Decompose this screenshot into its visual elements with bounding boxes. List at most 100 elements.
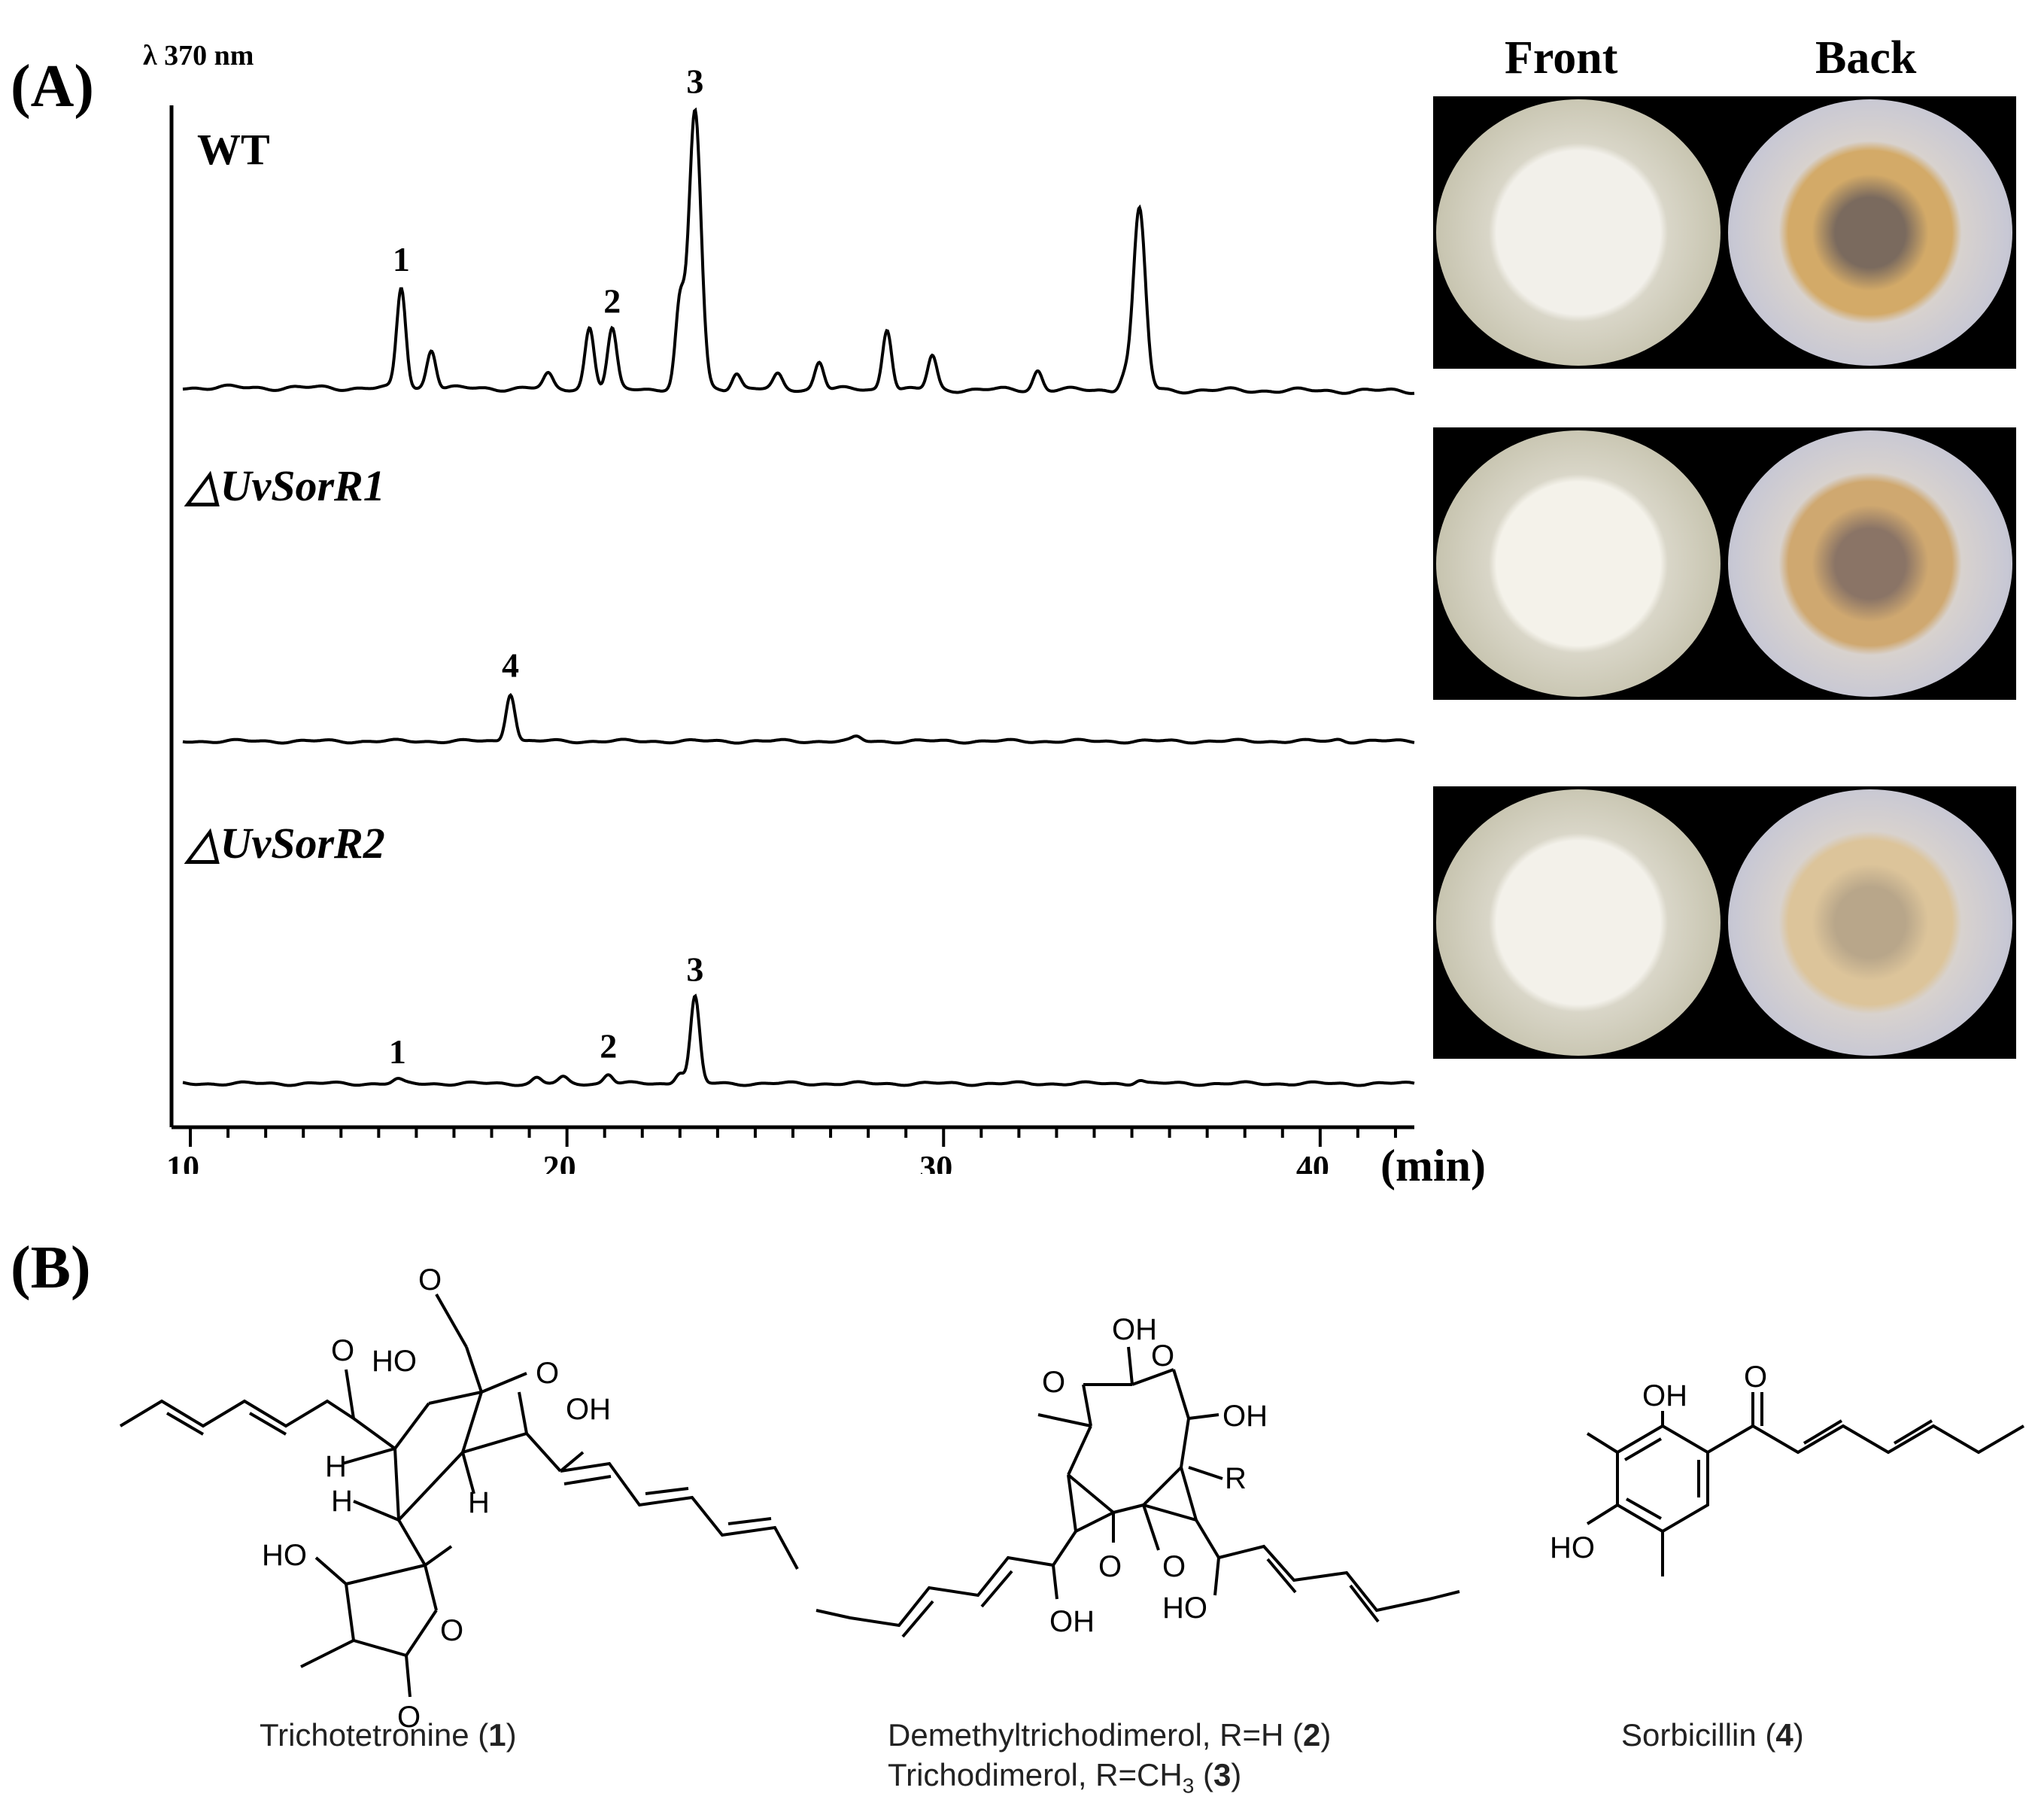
trichodimerol-double-bond	[1349, 1584, 1380, 1623]
caption-subscript: 3	[1182, 1774, 1195, 1798]
trichodimerol-bond	[1075, 1511, 1114, 1533]
trichotetronine-bond	[559, 1451, 585, 1473]
trace-line	[182, 993, 1415, 1087]
caption-trichodimerol: Trichodimerol, R=CH3 (3)	[888, 1757, 1242, 1798]
x-tick-label: 30	[919, 1149, 952, 1174]
atom-label: OH	[1112, 1313, 1157, 1346]
trichotetronine-double-bond	[645, 1487, 689, 1495]
series-label: WT	[197, 125, 270, 174]
panel-b-label: (B)	[11, 1235, 91, 1301]
trichodimerol-bond	[1172, 1369, 1190, 1419]
atom-label: H	[331, 1485, 353, 1518]
trichodimerol-double-bond	[980, 1570, 1013, 1608]
trichotetronine-bond	[405, 1609, 438, 1657]
trichotetronine-bond	[397, 1519, 427, 1567]
trichotetronine-bond	[345, 1583, 355, 1641]
trichodimerol-double-bond	[901, 1600, 934, 1638]
trichodimerol-bond	[1067, 1473, 1115, 1514]
sorbicillin-bond	[1586, 1503, 1619, 1525]
atom-label: R	[1225, 1462, 1247, 1495]
trichodimerol-bond	[1142, 1466, 1183, 1506]
peak-label: 2	[603, 281, 621, 320]
trichotetronine-bond	[462, 1432, 527, 1454]
structures-figure: O HO O O OH H H H HO O O O	[119, 1263, 2025, 1734]
peak-label: 4	[502, 646, 519, 684]
atom-label: O	[418, 1263, 442, 1297]
trichotetronine-double-bond	[248, 1412, 287, 1436]
trichotetronine-double-bond	[166, 1412, 205, 1436]
x-tick-label: 10	[166, 1149, 199, 1174]
atom-label: OH	[1642, 1379, 1687, 1412]
atom-label: OH	[1049, 1605, 1095, 1638]
trichotetronine-double-bond	[563, 1475, 612, 1485]
atom-label: O	[1162, 1550, 1186, 1583]
trichotetronine-bond	[461, 1452, 475, 1494]
caption-name: Trichodimerol, R=CH	[888, 1757, 1183, 1792]
atom-label: O	[1098, 1550, 1122, 1583]
atom-label: O	[1151, 1339, 1174, 1373]
trichodimerol-bond	[1188, 1413, 1219, 1420]
atom-label: O	[1042, 1366, 1065, 1399]
trichotetronine-bond	[518, 1391, 528, 1434]
trichotetronine-bond	[345, 1369, 355, 1419]
sorbicillin-double-bond	[1626, 1497, 1662, 1520]
trichodimerol-bond	[1037, 1413, 1092, 1427]
petri-dish-front	[1436, 99, 1721, 366]
atom-label: O	[536, 1357, 559, 1390]
x-tick-label: 20	[543, 1149, 576, 1174]
trichotetronine-bond	[393, 1402, 430, 1450]
plate-row-2	[1433, 427, 2016, 700]
trichodimerol-double-bond	[1266, 1558, 1297, 1594]
trichotetronine-bond	[345, 1564, 426, 1586]
atom-label: O	[397, 1701, 421, 1734]
trichodimerol-bond	[1127, 1346, 1134, 1385]
caption-name: Trichotetronine	[260, 1717, 469, 1753]
trichodimerol-bond	[1143, 1503, 1197, 1522]
trichotetronine-bond	[525, 1432, 562, 1473]
atom-label: OH	[1222, 1400, 1268, 1433]
trichodimerol-bond	[1180, 1467, 1198, 1521]
plate-header-front: Front	[1505, 32, 1618, 84]
trichotetronine-bond	[300, 1639, 354, 1668]
plate-row-1	[1433, 96, 2016, 369]
trichodimerol-bond	[1142, 1504, 1160, 1551]
structure-trichotetronine	[119, 1294, 799, 1698]
caption-number: 4	[1775, 1717, 1793, 1753]
sorbicillin-sidechain	[1751, 1424, 2025, 1455]
atom-label: HO	[372, 1345, 417, 1378]
trichotetronine-bond	[342, 1447, 396, 1465]
caption-name: Demethyltrichodimerol, R=H	[888, 1717, 1284, 1753]
atom-label: O	[440, 1614, 463, 1647]
atom-label: H	[468, 1486, 490, 1519]
caption-number: 1	[488, 1717, 506, 1753]
sorbicillin-bond	[1706, 1424, 1754, 1454]
trichodimerol-sidechain-right	[1218, 1544, 1460, 1613]
trichotetronine-bond	[397, 1451, 464, 1522]
petri-dish-back	[1728, 789, 2012, 1056]
plate-header-back: Back	[1815, 32, 1917, 84]
trichodimerol-bond	[1082, 1384, 1092, 1427]
trichotetronine-bond	[481, 1372, 527, 1394]
caption-trichotetronine: Trichotetronine (1)	[260, 1717, 517, 1753]
sorbicillin-double-bond	[1893, 1419, 1933, 1445]
trichotetronine-sidechain-2	[560, 1461, 799, 1570]
sorbicillin-double-bond	[1803, 1419, 1843, 1445]
atom-label: HO	[1550, 1531, 1595, 1564]
trichotetronine-bond	[424, 1564, 438, 1611]
panel-a-label: (A)	[11, 53, 95, 120]
trichotetronine-bond	[405, 1655, 412, 1698]
trichodimerol-bond	[1067, 1425, 1092, 1476]
trichotetronine-bond	[352, 1417, 396, 1450]
y-axis-label-text: λ 370 nm	[143, 40, 254, 71]
petri-dish-back	[1728, 99, 2012, 366]
structure-trichodimerol	[815, 1346, 1460, 1638]
trichotetronine-double-bond	[727, 1517, 772, 1525]
trichodimerol-bond	[1195, 1519, 1220, 1559]
trace-line	[182, 107, 1415, 395]
trichodimerol-sidechain-left	[815, 1555, 1054, 1628]
atom-label: HO	[1162, 1592, 1207, 1625]
trichotetronine-bond	[393, 1448, 400, 1521]
atom-label: OH	[566, 1393, 611, 1426]
atom-label: HO	[262, 1539, 307, 1572]
trichodimerol-bond	[1067, 1474, 1077, 1532]
